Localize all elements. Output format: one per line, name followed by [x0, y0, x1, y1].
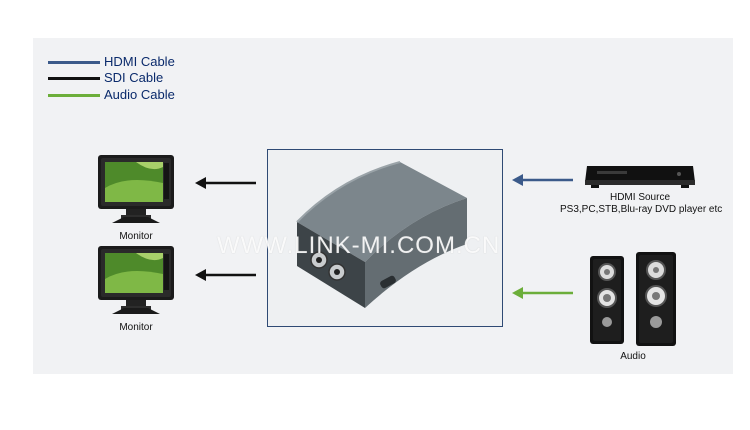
hdmi-cable-legend-label: HDMI Cable	[104, 54, 175, 69]
converter-device-image	[296, 161, 467, 308]
sdi-cable-legend-line	[48, 77, 100, 80]
audio-cable-legend-line	[48, 94, 100, 97]
monitor-image	[98, 155, 174, 223]
watermark-text: WWW.LINK-MI.COM.CN	[217, 232, 501, 259]
blu-ray-player-image	[585, 166, 695, 188]
audio-cable-legend-label: Audio Cable	[104, 87, 175, 102]
hdmi-source-description: PS3,PC,STB,Blu-ray DVD player etc	[560, 204, 723, 215]
monitor-label: Monitor	[119, 231, 153, 242]
speakers-image	[590, 252, 676, 346]
sdi-cable-legend-label: SDI Cable	[104, 70, 164, 85]
hdmi-arrow	[512, 174, 573, 186]
hdmi-cable-legend-line	[48, 61, 100, 64]
audio-arrow	[512, 287, 573, 299]
audio-label: Audio	[620, 351, 646, 362]
monitor-image	[98, 246, 174, 314]
hdmi-source-label: HDMI Source	[609, 192, 670, 203]
sdi-arrow	[195, 269, 256, 281]
monitor-label: Monitor	[119, 322, 153, 333]
sdi-arrow	[195, 177, 256, 189]
